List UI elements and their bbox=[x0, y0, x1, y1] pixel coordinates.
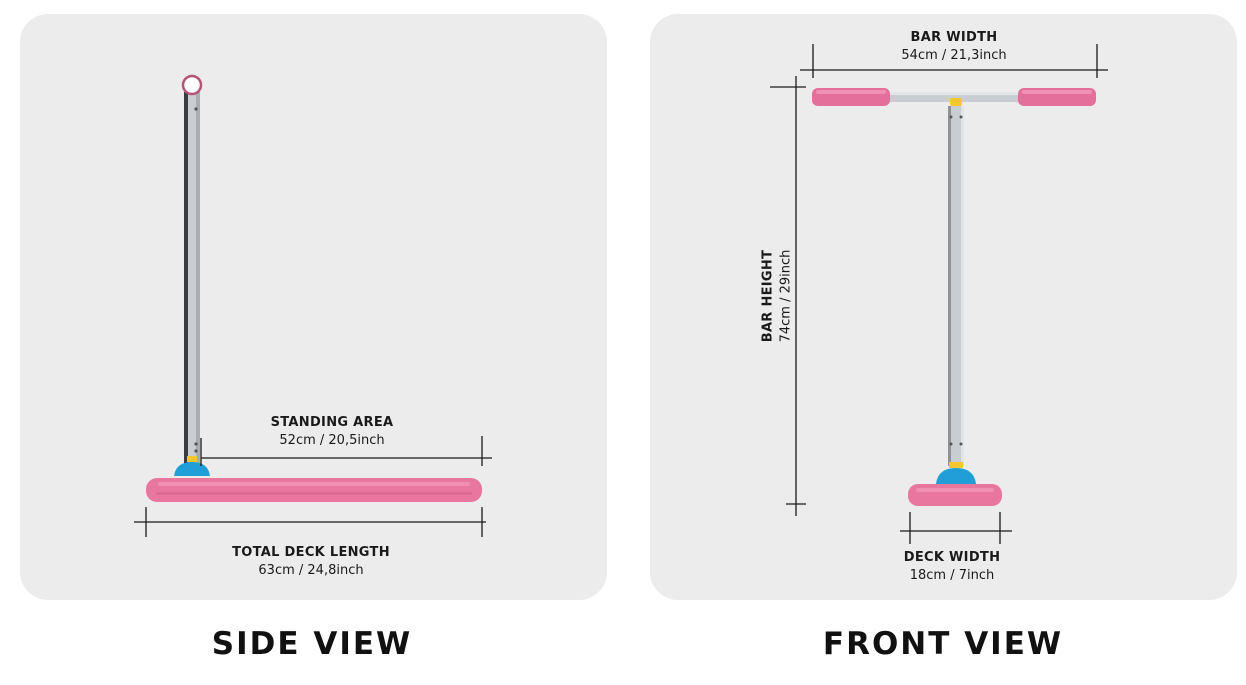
front-down-tube bbox=[948, 106, 964, 466]
deck-width-value: 18cm / 7inch bbox=[909, 568, 995, 583]
bar-height-value: 74cm / 29inch bbox=[778, 249, 794, 343]
left-grip bbox=[812, 88, 890, 106]
front-view-caption: FRONT VIEW bbox=[822, 626, 1064, 662]
standing-area-label: STANDING AREA 52cm / 20,5inch bbox=[271, 415, 394, 448]
side-bar-tube bbox=[184, 92, 200, 464]
bar-height-dimension-line bbox=[770, 76, 806, 516]
bar-height-label: BAR HEIGHT 74cm / 29inch bbox=[761, 250, 794, 343]
side-view-caption: SIDE VIEW bbox=[211, 626, 413, 662]
front-deck bbox=[908, 484, 1002, 506]
bar-width-dimension-line bbox=[800, 44, 1108, 78]
deck-width-dimension-line bbox=[900, 512, 1012, 544]
right-grip bbox=[1018, 88, 1096, 106]
front-view-panel: BAR WIDTH 54cm / 21,3inch BAR HEIGHT 74c… bbox=[650, 14, 1237, 600]
side-view-drawing bbox=[134, 74, 492, 537]
standing-area-dimension-line bbox=[200, 436, 492, 466]
top-collar bbox=[950, 98, 962, 106]
deck-width-label: DECK WIDTH 18cm / 7inch bbox=[904, 550, 1001, 583]
bar-width-label: BAR WIDTH 54cm / 21,3inch bbox=[901, 30, 1006, 63]
front-view-drawing bbox=[770, 44, 1108, 544]
front-clamp bbox=[936, 462, 976, 484]
total-deck-length-title: TOTAL DECK LENGTH bbox=[232, 545, 390, 560]
standing-area-title: STANDING AREA bbox=[270, 415, 394, 430]
front-cross-bar bbox=[888, 92, 1020, 102]
total-deck-length-dimension-line bbox=[134, 507, 486, 537]
total-deck-length-label: TOTAL DECK LENGTH 63cm / 24,8inch bbox=[232, 545, 390, 578]
side-bar-end-cap bbox=[181, 74, 203, 96]
deck-width-title: DECK WIDTH bbox=[903, 550, 1001, 565]
bar-width-value: 54cm / 21,3inch bbox=[901, 48, 1007, 63]
side-view-panel: STANDING AREA 52cm / 20,5inch TOTAL DECK… bbox=[20, 14, 607, 600]
total-deck-length-value: 63cm / 24,8inch bbox=[258, 563, 364, 578]
bar-width-title: BAR WIDTH bbox=[910, 30, 998, 45]
bar-height-title: BAR HEIGHT bbox=[760, 249, 776, 343]
side-deck bbox=[146, 478, 482, 502]
side-clamp bbox=[174, 456, 210, 476]
standing-area-value: 52cm / 20,5inch bbox=[279, 433, 385, 448]
